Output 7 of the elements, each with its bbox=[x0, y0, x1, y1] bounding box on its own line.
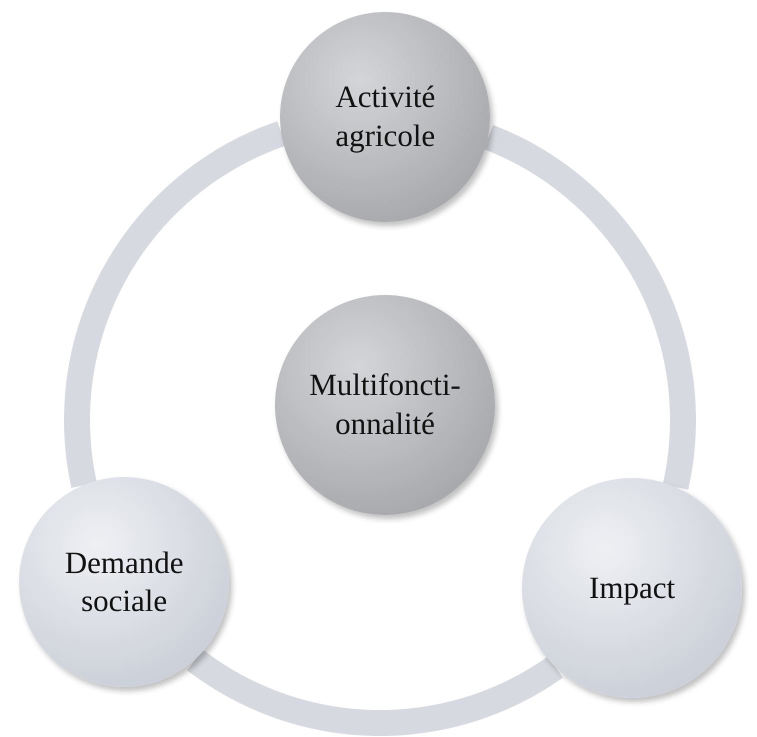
node-label: Impact bbox=[589, 568, 676, 607]
ring-connector bbox=[187, 650, 563, 736]
node-label: Activité agricole bbox=[334, 78, 436, 156]
node-label: Multifoncti- onnalité bbox=[308, 366, 462, 443]
ring-connector bbox=[64, 121, 286, 488]
ring-connector bbox=[483, 124, 696, 490]
node-label: Demande sociale bbox=[64, 544, 185, 620]
